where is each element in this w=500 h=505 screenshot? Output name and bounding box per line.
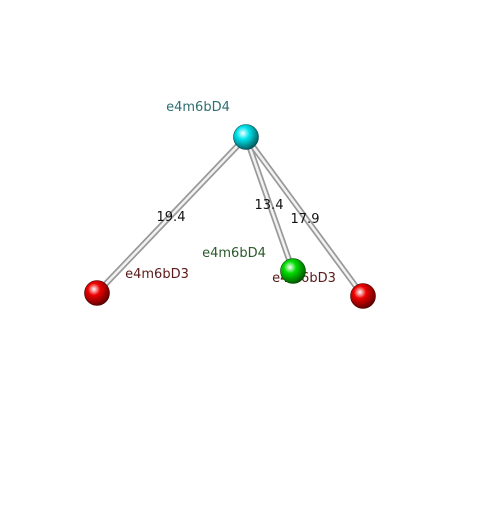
atom-labels: e4m6bD4 e4m6bD3 e4m6bD4 e4m6bD3 [125, 100, 336, 286]
atom-label-a2: e4m6bD3 [125, 267, 189, 282]
distance-labels: 19.4 13.4 17.9 [157, 198, 320, 227]
bond-a1-a2[interactable] [94, 134, 249, 296]
bond-a1-a3[interactable] [243, 134, 296, 274]
bonds [94, 134, 366, 299]
atom-label-a1: e4m6bD4 [166, 100, 230, 115]
atoms [84, 124, 376, 309]
bond-a1-a4[interactable] [243, 134, 366, 299]
atom-a3[interactable] [280, 258, 306, 284]
atom-a4[interactable] [350, 283, 376, 309]
distance-label-a1-a4: 17.9 [291, 212, 320, 227]
distance-label-a1-a3: 13.4 [255, 198, 284, 213]
atom-a2[interactable] [84, 280, 110, 306]
distance-label-a1-a2: 19.4 [157, 210, 186, 225]
atom-label-a3: e4m6bD4 [202, 246, 266, 261]
atom-a1[interactable] [233, 124, 259, 150]
